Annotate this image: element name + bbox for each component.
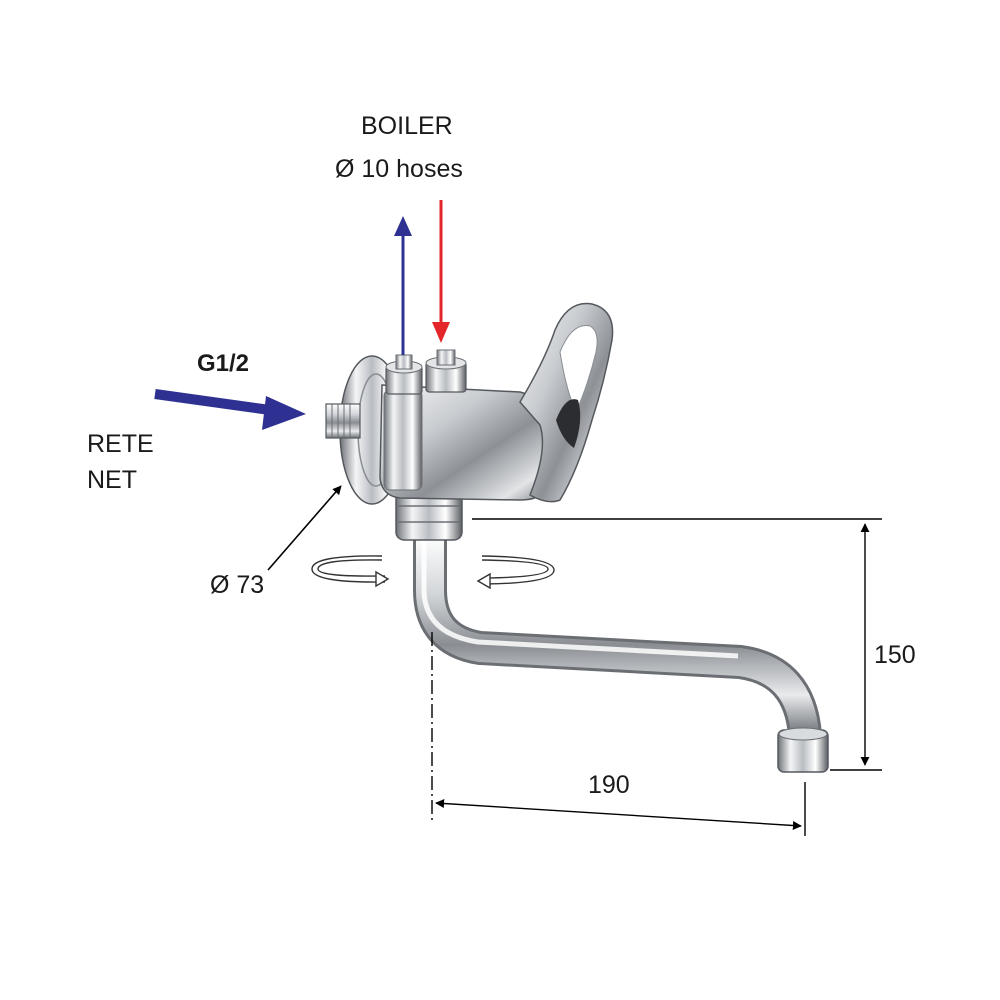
inlet-arrow	[154, 389, 306, 430]
height-label: 150	[874, 641, 916, 669]
length-dimension	[431, 632, 806, 836]
height-dimension	[472, 518, 882, 771]
hose-connector-left	[385, 354, 423, 395]
diameter-leader	[267, 485, 342, 571]
net-label: NET	[87, 466, 137, 494]
hose-connector-right	[425, 349, 467, 393]
thread-label: G1/2	[197, 350, 250, 377]
boiler-label: BOILER	[361, 112, 453, 140]
hoses-label: Ø 10 hoses	[335, 155, 463, 183]
threaded-inlet	[325, 403, 361, 439]
length-label: 190	[588, 771, 630, 799]
cold-outlet-arrow	[394, 216, 412, 355]
rotation-arrow-icon	[476, 555, 555, 590]
diameter-label: Ø 73	[210, 571, 265, 599]
rete-label: RETE	[87, 430, 154, 458]
hot-inlet-arrow	[432, 200, 450, 343]
rotation-arrow-icon	[311, 555, 390, 588]
faucet-illustration	[325, 302, 829, 773]
